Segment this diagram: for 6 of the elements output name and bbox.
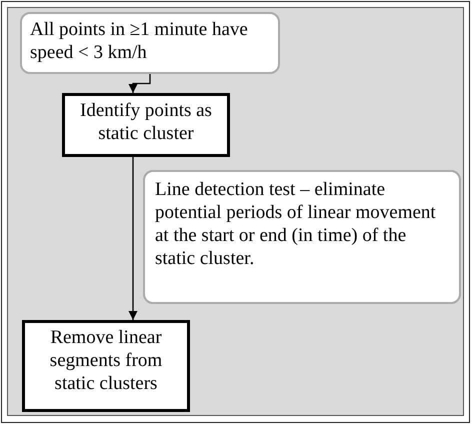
rounded-text-box: All points in ≥1 minute have speed < 3 km/h — [20, 12, 280, 74]
rounded-text-box: Line detection test – eliminate potential periods of linear movement at the start or end (in time) of the static cluster. — [143, 170, 461, 304]
process-box: Remove linear segments from static clusters — [22, 320, 190, 412]
arrow — [128, 74, 151, 93]
arrow — [128, 157, 138, 320]
process-box: Identify points as static cluster — [62, 93, 230, 157]
